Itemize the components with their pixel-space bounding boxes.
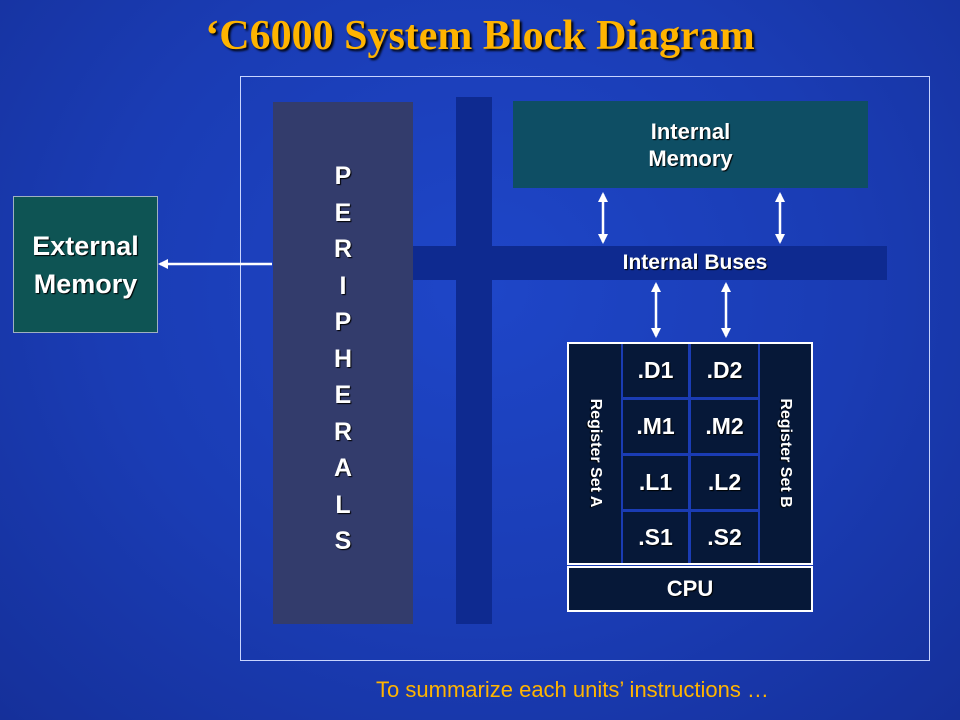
system-boundary <box>240 76 930 661</box>
unit-l2: .L2 <box>691 456 758 509</box>
unit-m2: .M2 <box>691 400 758 453</box>
register-set-a: Register Set A <box>569 344 621 563</box>
peripherals-letter: H <box>333 344 353 373</box>
external-memory-label-line2: Memory <box>33 268 138 299</box>
unit-d2: .D2 <box>691 344 758 397</box>
peripherals-letter: L <box>335 490 351 519</box>
peripherals-letter: E <box>334 198 352 227</box>
internal-buses-label: Internal Buses <box>622 251 768 274</box>
peripherals-block: P E R I P H E R A L S <box>273 102 413 624</box>
unit-l1: .L1 <box>623 456 688 509</box>
vertical-bus <box>456 97 492 624</box>
peripherals-letter: P <box>334 162 352 190</box>
diagram-title: ‘C6000 System Block Diagram <box>205 13 755 59</box>
summary-caption: To summarize each units’ instructions … <box>376 677 769 702</box>
unit-m1: .M1 <box>623 400 688 453</box>
peripherals-letter: S <box>334 527 352 555</box>
peripherals-letter: E <box>334 381 352 409</box>
internal-memory-block: Internal Memory <box>513 101 868 188</box>
unit-d1: .D1 <box>623 344 688 397</box>
peripherals-letter: R <box>333 417 353 446</box>
peripherals-letter: I <box>339 271 347 300</box>
unit-s2: .S2 <box>691 512 758 563</box>
external-memory-block: External Memory <box>13 196 158 333</box>
external-memory-label-line1: External <box>32 230 139 261</box>
unit-s1: .S1 <box>623 512 688 563</box>
peripherals-letter: P <box>334 308 352 336</box>
peripherals-letter: A <box>333 454 353 482</box>
peripherals-letter: R <box>333 235 353 263</box>
internal-buses-bar <box>413 246 887 280</box>
cpu-label-bar: CPU <box>567 566 813 612</box>
internal-memory-label-line2: Memory <box>648 145 733 171</box>
internal-memory-label-line1: Internal <box>650 118 731 144</box>
register-set-b: Register Set B <box>760 344 811 563</box>
